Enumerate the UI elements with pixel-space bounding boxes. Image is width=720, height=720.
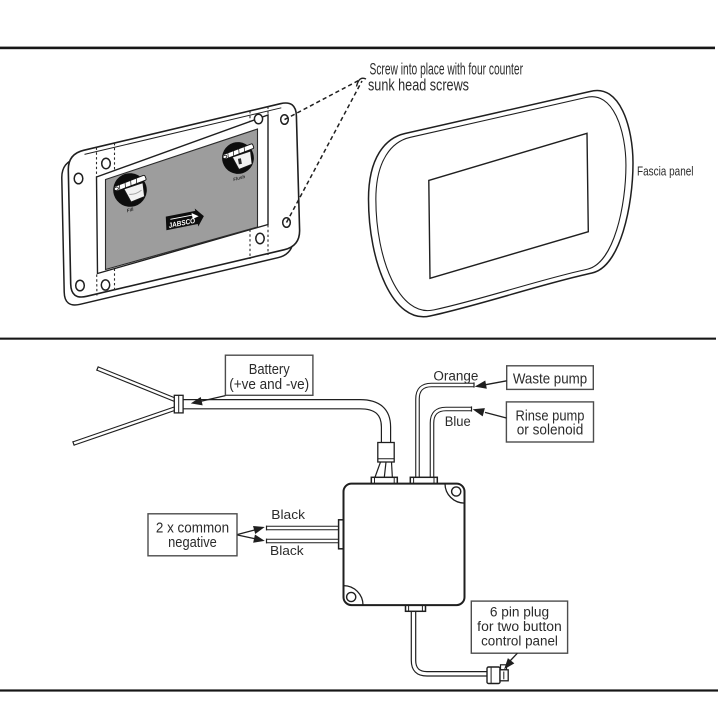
fascia-window — [428, 132, 590, 280]
sixpin-label-box — [470, 600, 569, 654]
sixpin-arrow-head — [504, 658, 515, 670]
wiring-diagram: Battery (+ve and -ve) Waste pump Rinse p… — [72, 354, 595, 685]
orange-wire — [415, 382, 475, 481]
rinse-arrow-line — [484, 411, 507, 419]
strip-hole-bottom-left — [100, 279, 111, 291]
box-screw-top-right — [450, 486, 462, 497]
panel-face-gray — [104, 128, 259, 271]
fill-button: Fill — [113, 173, 147, 215]
fascia-inner-edge — [375, 96, 627, 312]
flush-button: Flush — [222, 142, 255, 182]
battery-label-line1: Battery — [249, 362, 291, 378]
strip-hole-top-left — [100, 157, 112, 170]
box-corner-arc-bl — [343, 584, 364, 606]
screw-holes — [73, 113, 292, 292]
sixpin-label-line3: control panel — [481, 633, 558, 648]
control-box — [342, 482, 466, 607]
bracket-strip-dashes — [95, 106, 269, 296]
screw-leader-lines — [284, 78, 363, 223]
waste-pump-label-box — [506, 365, 595, 391]
common-negative-label-box — [147, 513, 238, 557]
battery-label-box — [224, 354, 314, 397]
sixpin-plug — [486, 664, 509, 685]
plate-top-bend-line — [84, 107, 282, 155]
black-wire-top — [265, 525, 341, 531]
fill-button-label: Fill — [126, 207, 135, 215]
battery-arrow-line — [200, 394, 226, 402]
leader-hook — [355, 77, 367, 87]
battery-cable — [72, 366, 395, 481]
blue-wire-label: Blue — [445, 414, 471, 429]
corner-hole-top-left — [73, 172, 84, 185]
box-corner-arc-tr — [444, 483, 465, 504]
battery-label-line2: (+ve and -ve) — [229, 377, 309, 393]
blue-wire — [429, 406, 473, 481]
negative-arrow-bottom-line — [237, 534, 256, 540]
bottom-rule — [0, 689, 718, 692]
sixpin-label-line1: 6 pin plug — [490, 604, 549, 619]
negative-arrow-bottom-head — [253, 534, 265, 543]
fascia-panel-figure — [367, 89, 634, 318]
rinse-label-line1: Rinse pump — [516, 407, 585, 424]
strip-hole-bottom-right — [255, 232, 265, 245]
screw-note-line1: Screw into place with four counter — [370, 61, 524, 79]
plug-body — [486, 666, 501, 685]
sixpin-arrow-line — [509, 652, 518, 662]
middle-rule — [0, 337, 716, 340]
negative-label-line1: 2 x common — [156, 520, 229, 537]
top-rule — [0, 46, 715, 50]
strip-hole-top-right — [253, 113, 264, 125]
screw-note-line2: sunk head screws — [368, 77, 469, 95]
box-screw-bottom-left — [345, 591, 357, 603]
black-wire-bottom — [265, 538, 341, 544]
waste-arrow-line — [484, 380, 507, 386]
annotation-arrows — [190, 380, 518, 670]
rinse-arrow-head — [472, 408, 485, 417]
battery-arrow-head — [190, 396, 203, 406]
rinse-pump-label-box — [505, 401, 595, 443]
black-top-label: Black — [271, 507, 305, 522]
flush-button-label: Flush — [233, 174, 246, 182]
sixpin-label-line2: for two button — [477, 619, 562, 634]
fascia-panel-label: Fascia panel — [637, 164, 694, 179]
rinse-label-line2: or solenoid — [517, 422, 584, 439]
sixpin-cable — [410, 609, 488, 677]
black-bottom-label: Black — [270, 543, 304, 558]
label-boxes — [147, 354, 595, 654]
negative-label-line2: negative — [168, 534, 217, 551]
negative-arrow-top-head — [253, 525, 265, 534]
mounting-plate-figure: Fill Flush JABSC — [61, 77, 367, 306]
orange-wire-label: Orange — [433, 369, 478, 384]
waste-pump-label: Waste pump — [513, 370, 587, 387]
waste-arrow-head — [474, 380, 487, 389]
corner-hole-bottom-left — [74, 279, 86, 292]
negative-arrow-top-line — [237, 529, 256, 536]
